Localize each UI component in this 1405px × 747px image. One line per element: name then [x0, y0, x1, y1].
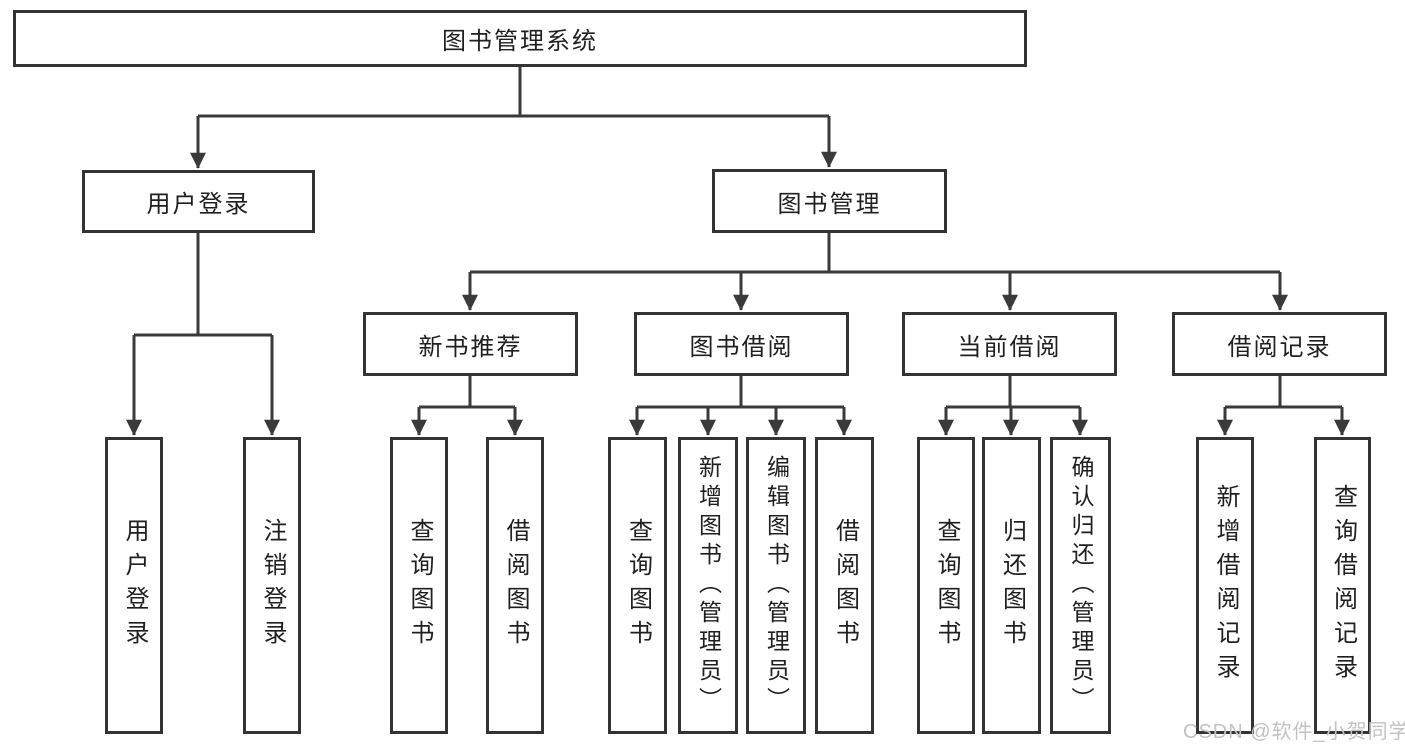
node-current-borrow: 当前借阅: [902, 312, 1117, 376]
node-user-login: 用户登录: [82, 170, 315, 233]
leaf-add-book-admin: 新增图书（管理员）: [678, 437, 738, 734]
node-current-borrow-label: 当前借阅: [957, 333, 1062, 361]
leaf-user-login-label: 用户登录: [121, 517, 148, 654]
leaf-borrow-books-2: 借阅图书: [815, 437, 874, 734]
leaf-edit-book-admin-label: 编辑图书（管理员）: [763, 455, 790, 716]
node-user-login-label: 用户登录: [146, 191, 251, 218]
leaf-borrow-books-recommend-label: 借阅图书: [502, 517, 529, 654]
leaf-return-book: 归还图书: [982, 437, 1041, 734]
leaf-query-books-borrow-label: 查询图书: [624, 517, 652, 654]
leaf-logout: 注销登录: [243, 437, 301, 734]
leaf-query-borrow-record-label: 查询借阅记录: [1329, 483, 1357, 688]
leaf-edit-book-admin: 编辑图书（管理员）: [746, 437, 806, 734]
leaf-query-borrow-record: 查询借阅记录: [1314, 437, 1371, 734]
node-borrow-records: 借阅记录: [1172, 312, 1387, 376]
node-book-management: 图书管理: [712, 169, 947, 233]
node-book-borrow-label: 图书借阅: [689, 333, 794, 361]
leaf-query-books-recommend-label: 查询图书: [406, 517, 433, 654]
leaf-return-book-label: 归还图书: [998, 517, 1026, 654]
leaf-borrow-books-2-label: 借阅图书: [831, 517, 859, 654]
leaf-query-books-current-label: 查询图书: [933, 517, 960, 654]
node-root: 图书管理系统: [13, 10, 1027, 67]
node-root-label: 图书管理系统: [442, 28, 598, 55]
leaf-confirm-return-admin-label: 确认归还（管理员）: [1068, 455, 1094, 716]
node-new-book-recommend-label: 新书推荐: [418, 333, 523, 361]
leaf-add-book-admin-label: 新增图书（管理员）: [695, 455, 722, 716]
leaf-query-books-recommend: 查询图书: [390, 437, 448, 734]
csdn-watermark: CSDN @软件_小贺同学: [1183, 721, 1405, 743]
leaf-logout-label: 注销登录: [259, 517, 286, 654]
leaf-add-borrow-record: 新增借阅记录: [1196, 437, 1254, 734]
node-book-borrow: 图书借阅: [634, 312, 849, 376]
leaf-add-borrow-record-label: 新增借阅记录: [1212, 483, 1239, 688]
leaf-confirm-return-admin: 确认归还（管理员）: [1050, 437, 1111, 734]
leaf-borrow-books-recommend: 借阅图书: [486, 437, 544, 734]
leaf-user-login: 用户登录: [105, 437, 163, 734]
node-borrow-records-label: 借阅记录: [1227, 333, 1332, 361]
leaf-query-books-borrow: 查询图书: [608, 437, 667, 734]
node-new-book-recommend: 新书推荐: [363, 312, 578, 376]
leaf-query-books-current: 查询图书: [917, 437, 975, 734]
node-book-management-label: 图书管理: [777, 190, 882, 218]
